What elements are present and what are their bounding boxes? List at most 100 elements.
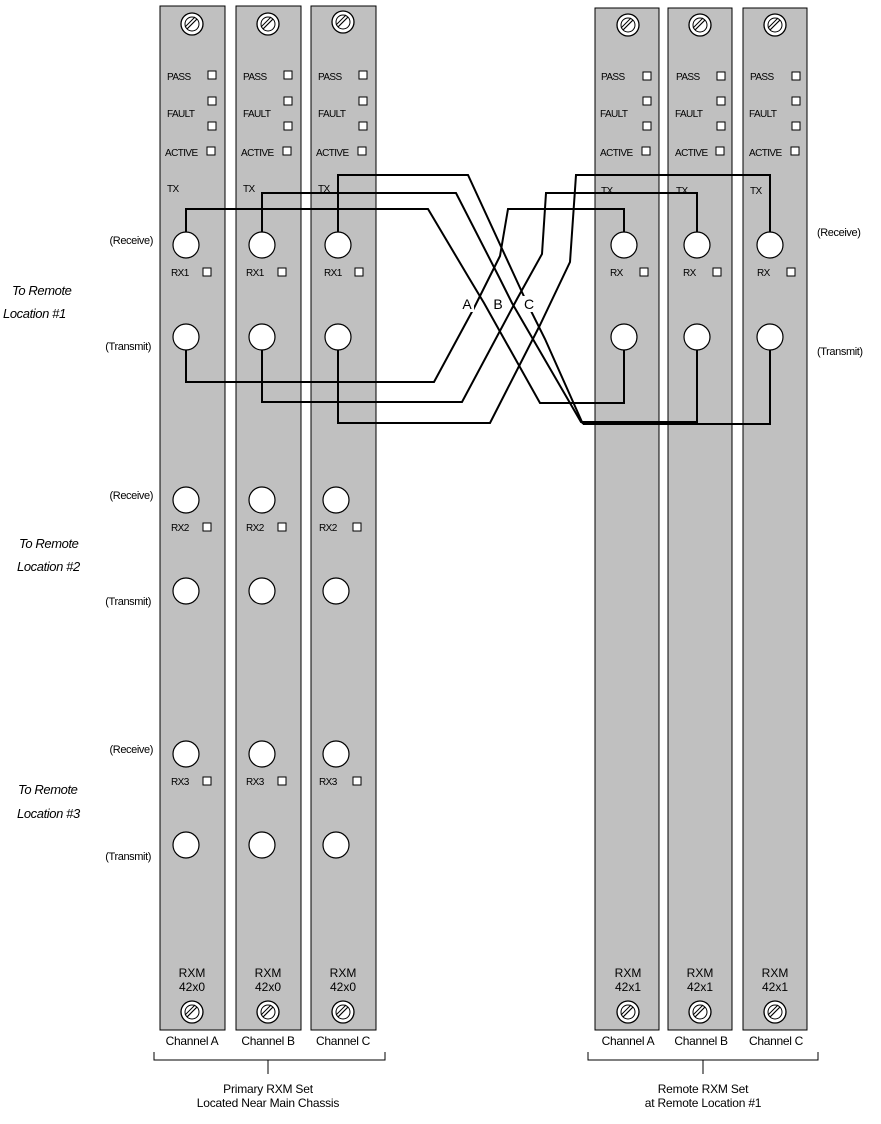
model-line2: 42x1 xyxy=(615,980,641,994)
rx-label: RX xyxy=(610,268,624,279)
rx3-label: RX3 xyxy=(171,777,190,788)
transmit-port[interactable] xyxy=(756,323,784,351)
rx1-receive-port[interactable] xyxy=(324,231,352,259)
cable-b-receive xyxy=(261,192,698,423)
screw-icon xyxy=(331,10,355,34)
rx2-receive-port[interactable] xyxy=(322,486,350,514)
fault-led-2 xyxy=(207,121,217,131)
rx2-receive-port[interactable] xyxy=(172,486,200,514)
screw-icon xyxy=(180,12,204,36)
rx3-receive-port[interactable] xyxy=(322,740,350,768)
rx1-label: RX1 xyxy=(324,268,343,279)
pass-led xyxy=(207,70,217,80)
active-label: ACTIVE xyxy=(316,148,349,159)
rx2-receive-port[interactable] xyxy=(248,486,276,514)
transmit-port[interactable] xyxy=(683,323,711,351)
rx2-led xyxy=(352,522,362,532)
remote-module-a: PASS FAULT ACTIVE TX RX xyxy=(594,7,660,1031)
module-panel xyxy=(594,7,660,1031)
rx-receive-port[interactable] xyxy=(683,231,711,259)
screw-icon xyxy=(763,13,787,37)
model-line1: RXM xyxy=(255,966,282,980)
remote-location-3-line2: Location #3 xyxy=(17,806,81,821)
receive-label: (Receive) xyxy=(110,235,153,247)
fault-led-2 xyxy=(791,121,801,131)
tx-label: TX xyxy=(243,184,256,195)
rx1-receive-port[interactable] xyxy=(172,231,200,259)
pass-label: PASS xyxy=(243,72,267,83)
rx3-transmit-port[interactable] xyxy=(248,831,276,859)
active-label: ACTIVE xyxy=(600,148,633,159)
model-line2: 42x0 xyxy=(179,980,205,994)
remote-location-2-line2: Location #2 xyxy=(17,559,81,574)
rx3-receive-port[interactable] xyxy=(172,740,200,768)
fault-led-2 xyxy=(716,121,726,131)
crossover-label-c: C xyxy=(524,296,534,312)
pass-led xyxy=(716,71,726,81)
active-led xyxy=(357,146,367,156)
rx3-transmit-port[interactable] xyxy=(322,831,350,859)
rx1-transmit-port[interactable] xyxy=(172,323,200,351)
model-line2: 42x1 xyxy=(687,980,713,994)
rx3-label: RX3 xyxy=(246,777,265,788)
primary-caption: Channel A Channel B Channel C Primary RX… xyxy=(153,1034,386,1110)
model-line1: RXM xyxy=(762,966,789,980)
crossover-label-b: B xyxy=(493,296,502,312)
tx-label: TX xyxy=(676,186,689,197)
active-label: ACTIVE xyxy=(675,148,708,159)
screw-icon xyxy=(331,1000,355,1024)
screw-icon xyxy=(688,1000,712,1024)
pass-label: PASS xyxy=(676,72,700,83)
transmit-label: (Transmit) xyxy=(105,851,151,863)
remote-module-c: PASS FAULT ACTIVE TX RX xyxy=(742,7,808,1031)
rx2-label: RX2 xyxy=(319,523,338,534)
crossover-label-a: A xyxy=(462,296,472,312)
transmit-port[interactable] xyxy=(610,323,638,351)
screw-icon xyxy=(180,1000,204,1024)
rx2-label: RX2 xyxy=(171,523,190,534)
cable-c-receive-return xyxy=(583,350,771,425)
pass-led xyxy=(283,70,293,80)
remote-module-b: PASS FAULT ACTIVE TX RX xyxy=(667,7,733,1031)
pass-label: PASS xyxy=(601,72,625,83)
transmit-label: (Transmit) xyxy=(105,341,151,353)
active-label: ACTIVE xyxy=(165,148,198,159)
primary-module-c: PASS FAULT ACTIVE TX RX1 RX2 RX3 xyxy=(310,5,377,1031)
active-led xyxy=(715,146,725,156)
active-led xyxy=(641,146,651,156)
rx2-transmit-port[interactable] xyxy=(248,577,276,605)
rx3-receive-port[interactable] xyxy=(248,740,276,768)
remote-location-1-line2: Location #1 xyxy=(3,306,66,321)
rx2-transmit-port[interactable] xyxy=(172,577,200,605)
active-label: ACTIVE xyxy=(241,148,274,159)
rx2-led xyxy=(202,522,212,532)
pass-label: PASS xyxy=(750,72,774,83)
fault-led-1 xyxy=(207,96,217,106)
model-line1: RXM xyxy=(615,966,642,980)
receive-label: (Receive) xyxy=(110,744,153,756)
rx-receive-port[interactable] xyxy=(610,231,638,259)
rx1-led xyxy=(202,267,212,277)
rx2-led xyxy=(277,522,287,532)
cable-a-transmit xyxy=(185,208,625,383)
remote-location-1-line1: To Remote xyxy=(12,283,72,298)
model-line2: 42x0 xyxy=(330,980,356,994)
rx1-led xyxy=(277,267,287,277)
screw-icon xyxy=(256,1000,280,1024)
primary-set-title: Primary RXM Set xyxy=(223,1082,314,1096)
rx3-transmit-port[interactable] xyxy=(172,831,200,859)
model-line1: RXM xyxy=(179,966,206,980)
rx1-receive-port[interactable] xyxy=(248,231,276,259)
active-led xyxy=(206,146,216,156)
screw-icon xyxy=(256,12,280,36)
rx1-transmit-port[interactable] xyxy=(324,323,352,351)
rx1-transmit-port[interactable] xyxy=(248,323,276,351)
remote-bottom: RXM 42x1 RXM 42x1 RXM 42x1 xyxy=(615,966,789,994)
rx3-led xyxy=(277,776,287,786)
rx-receive-port[interactable] xyxy=(756,231,784,259)
pass-label: PASS xyxy=(167,72,191,83)
rx2-transmit-port[interactable] xyxy=(322,577,350,605)
fault-label: FAULT xyxy=(318,109,346,120)
tx-label: TX xyxy=(167,184,180,195)
